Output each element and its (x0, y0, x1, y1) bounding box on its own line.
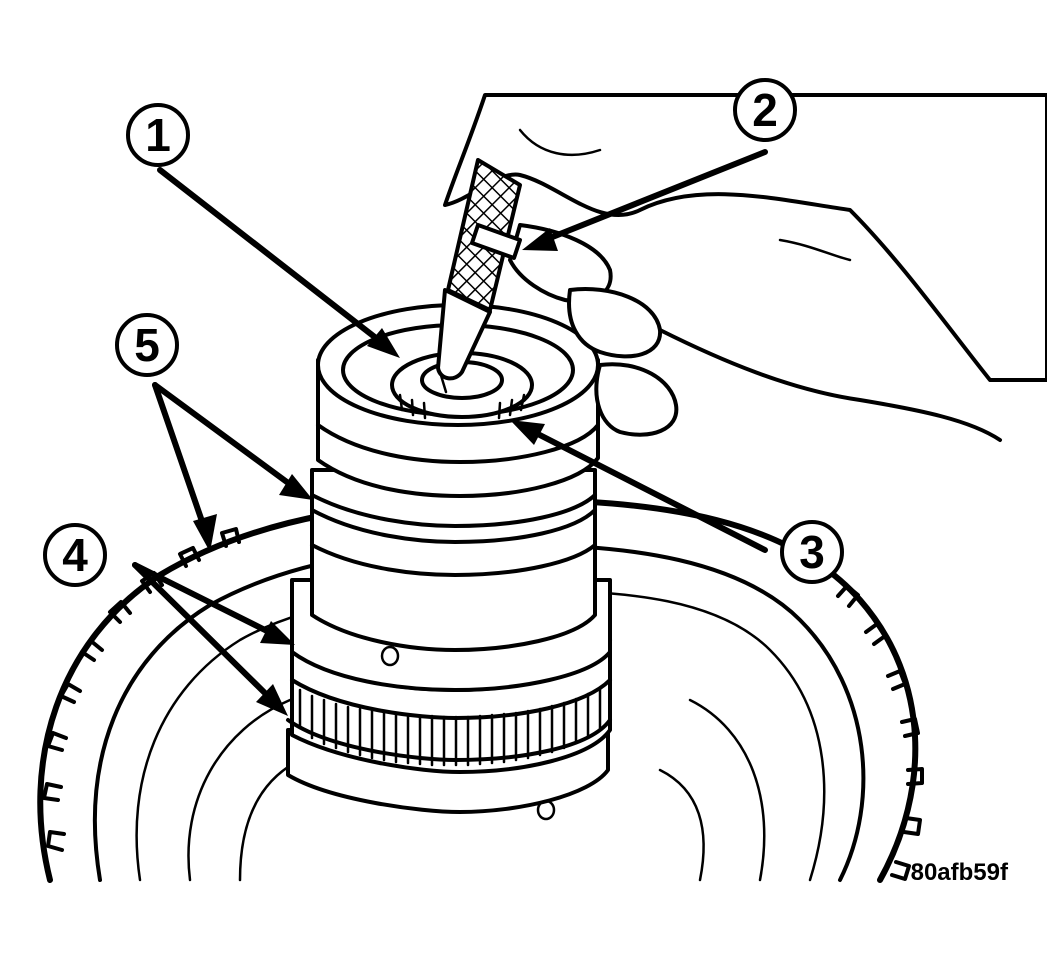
seal-ring-groove-2 (310, 508, 597, 544)
leader-lines (132, 149, 768, 716)
leader-3 (527, 427, 768, 553)
oil-hole-1 (380, 645, 400, 667)
top-cap-band (316, 423, 600, 464)
callout-2-label: 2 (752, 84, 778, 136)
finger-2 (567, 287, 663, 359)
tool-tip (436, 288, 492, 381)
hand-crease-1 (518, 128, 602, 157)
callout-2: 2 (733, 78, 797, 142)
callout-4: 4 (43, 523, 107, 587)
callout-3-label: 3 (799, 526, 825, 578)
figure-id: 80afb59f (911, 859, 1009, 886)
finger-3 (594, 362, 679, 437)
arrowhead-4a (260, 621, 295, 645)
hand-wrist (658, 328, 1002, 442)
callout-5: 5 (115, 313, 179, 377)
arrowhead-5b (193, 514, 217, 552)
bushing-knurl (398, 393, 526, 420)
arrowhead-3 (510, 420, 545, 445)
arrowhead-4b (256, 684, 288, 716)
callout-1: 1 (126, 103, 190, 167)
upper-cylinder-step (310, 543, 597, 577)
arrowhead-2 (522, 228, 558, 251)
leader-1 (157, 167, 388, 348)
hub-contour-4 (658, 768, 705, 882)
callout-4-label: 4 (62, 529, 88, 581)
leader-5a (152, 382, 298, 491)
callout-3: 3 (780, 520, 844, 584)
callout-1-label: 1 (145, 109, 171, 161)
spline-teeth (298, 686, 602, 767)
spline-upper-edge (290, 678, 612, 720)
upper-cylinder (310, 468, 597, 652)
leader-5b (152, 382, 208, 533)
callout-5-label: 5 (134, 319, 160, 371)
shaft-assembly (286, 303, 612, 821)
tool-collar (470, 223, 522, 260)
seal-ring-groove-1 (310, 493, 597, 528)
arrowhead-1 (367, 328, 400, 358)
leader-2 (542, 149, 768, 243)
leader-4a (132, 562, 278, 638)
scribe-tool (436, 158, 522, 394)
hand-crease-2 (778, 238, 852, 262)
arrowhead-5a (279, 474, 313, 500)
leader-4b (132, 562, 275, 703)
hub-contour-2 (688, 698, 766, 882)
oil-hole-3 (536, 799, 556, 821)
tool-point (438, 370, 448, 394)
snap-ring-groove-lower (286, 718, 612, 762)
hub-contour-1 (187, 698, 292, 882)
hand (443, 93, 1047, 442)
hand-palm (443, 93, 1047, 382)
